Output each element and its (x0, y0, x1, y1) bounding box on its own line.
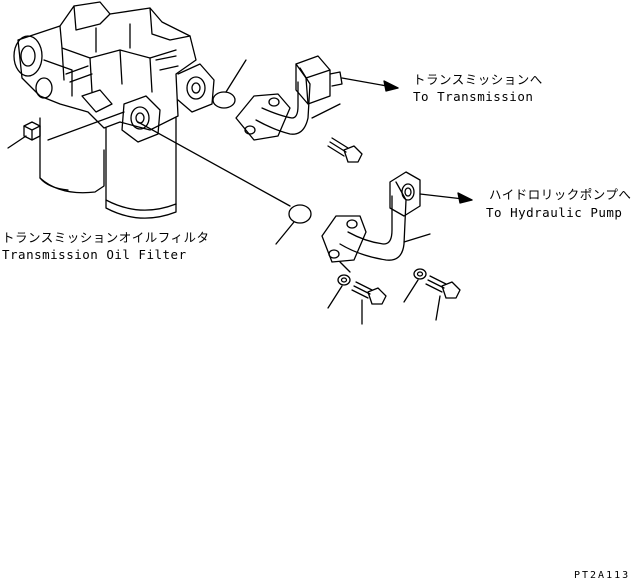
o-ring-upper (212, 91, 236, 109)
tube-to-transmission (235, 55, 343, 141)
bolt-lower-right (425, 275, 461, 299)
bolt-upper (327, 137, 363, 163)
filter-outlet-flange (121, 95, 161, 143)
tube-to-hydraulic-pump (321, 171, 421, 263)
bolt-lower-left (351, 281, 387, 305)
leader-line (275, 221, 295, 245)
filter-canister-rear (39, 117, 105, 194)
drawing-code: PT2A113 (574, 570, 631, 581)
leader-line (339, 261, 351, 273)
washer-left (337, 274, 351, 286)
oil-filter-assembly (13, 1, 215, 219)
leader-line (403, 233, 431, 243)
plug-nut (23, 121, 41, 141)
leader-line (47, 111, 125, 141)
label-filter-jp: トランスミッションオイルフィルタ (2, 230, 210, 245)
label-to-pump-en: To Hydraulic Pump (486, 205, 623, 220)
leader-line (435, 295, 441, 321)
leader-line (7, 135, 27, 149)
washer-right (413, 268, 427, 280)
o-ring-lower (288, 204, 312, 224)
leader-line (311, 103, 341, 119)
label-to-transmission-jp: トランスミッションへ (413, 72, 543, 87)
leader-line (403, 279, 419, 303)
filter-head-block (17, 1, 197, 131)
filter-port-left (13, 35, 43, 77)
leader-line (225, 59, 247, 93)
filter-port-right (177, 63, 215, 113)
leader-line (327, 285, 343, 309)
label-filter-en: Transmission Oil Filter (2, 247, 187, 262)
filter-canister-front (105, 117, 177, 219)
label-to-pump-jp: ハイドロリックポンプへ (489, 187, 632, 202)
leader-line (137, 121, 291, 207)
label-to-transmission-en: To Transmission (413, 89, 534, 104)
